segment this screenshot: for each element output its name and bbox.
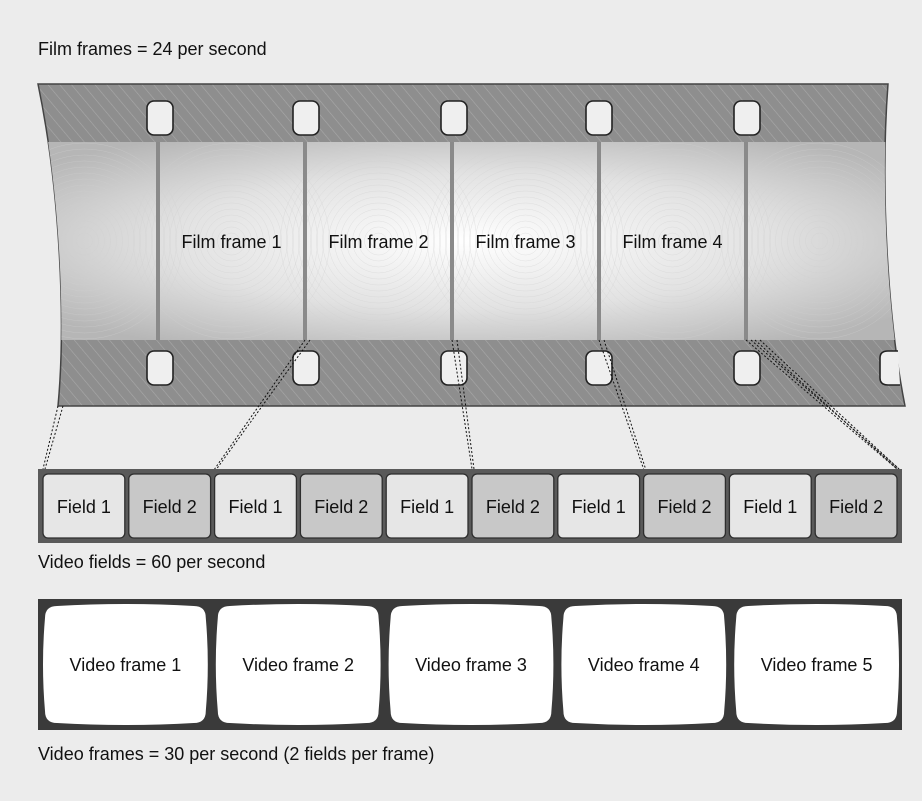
- film-frame-label: Film frame 2: [328, 232, 428, 252]
- video-field-row: Field 1 Field 2 Field 1 Field 2 Field 1 Field…: [38, 469, 902, 543]
- video-frame: Video frame 2: [215, 604, 381, 725]
- video-frame-label: Video frame 5: [761, 655, 873, 675]
- field-label: Field 2: [829, 497, 883, 517]
- pulldown-connector-line: [44, 405, 64, 470]
- film-frame-divider: [303, 142, 307, 340]
- field-2-cell: [299, 473, 383, 539]
- pulldown-connector-line: [216, 339, 311, 470]
- field-2-cell: [642, 473, 727, 539]
- film-frame-label: Film frame 1: [181, 232, 281, 252]
- pulldown-connector-line: [598, 339, 645, 470]
- field-1-cell: [42, 473, 126, 539]
- video-field: Field 2: [642, 473, 727, 539]
- sprocket-hole: [733, 100, 761, 136]
- pulldown-connector-line: [750, 339, 900, 470]
- field-label: Field 2: [486, 497, 540, 517]
- sprocket-hole: [733, 350, 761, 386]
- video-field: Field 1: [557, 473, 641, 539]
- field-label: Field 1: [400, 497, 454, 517]
- field-2-cell: [128, 473, 212, 539]
- pulldown-connectors: [42, 339, 900, 470]
- film-frame-divider: [450, 142, 454, 340]
- video-field: Field 1: [385, 473, 469, 539]
- field-label: Field 1: [228, 497, 282, 517]
- film-frame-label: Film frame 4: [622, 232, 722, 252]
- field-1-cell: [385, 473, 469, 539]
- sprocket-hole: [440, 350, 468, 386]
- pulldown-connector-line: [456, 339, 475, 470]
- film-frame-cell: [38, 142, 183, 340]
- film-strip: Film frame 1 Film frame 2 Film frame 3 Film…: [37, 83, 906, 407]
- pulldown-connector-line: [451, 339, 473, 470]
- sprocket-hole: [440, 100, 468, 136]
- film-frame-divider: [597, 142, 601, 340]
- film-frame-label: Film frame 3: [475, 232, 575, 252]
- field-label: Field 2: [314, 497, 368, 517]
- video-field: Field 1: [728, 473, 812, 539]
- film-rate-caption: Film frames = 24 per second: [38, 39, 267, 59]
- sprocket-hole: [585, 100, 613, 136]
- video-frame-label: Video frame 3: [415, 655, 527, 675]
- field-label: Field 2: [657, 497, 711, 517]
- field-rate-caption: Video fields = 60 per second: [38, 552, 266, 572]
- video-field: Field 2: [128, 473, 212, 539]
- video-frame-label: Video frame 2: [242, 655, 354, 675]
- field-label: Field 1: [57, 497, 111, 517]
- video-frame-screen: [388, 604, 554, 725]
- video-frame: Video frame 5: [734, 604, 899, 725]
- video-rate-caption: Video frames = 30 per second (2 fields p…: [38, 744, 435, 764]
- video-field: Field 1: [42, 473, 126, 539]
- sprocket-hole: [585, 350, 613, 386]
- field-1-cell: [213, 473, 298, 539]
- sprocket-hole: [292, 100, 320, 136]
- video-frame-screen: [734, 604, 899, 725]
- pulldown-connector-line: [745, 339, 898, 470]
- field-2-cell: [471, 473, 555, 539]
- video-frame-screen: [43, 604, 208, 725]
- video-field: Field 2: [299, 473, 383, 539]
- field-1-cell: [728, 473, 812, 539]
- video-frame-screen: [561, 604, 727, 725]
- sprocket-hole: [146, 350, 174, 386]
- video-frame-screen: [215, 604, 381, 725]
- video-frame: Video frame 4: [561, 604, 727, 725]
- film-frame-cell: [721, 142, 905, 340]
- sprocket-hole-partial: [879, 350, 900, 386]
- pulldown-connector-line: [42, 405, 59, 470]
- field-label: Field 1: [743, 497, 797, 517]
- film-frame-divider: [744, 142, 748, 340]
- field-2-cell: [814, 473, 898, 539]
- video-frame-label: Video frame 1: [70, 655, 182, 675]
- video-frame: Video frame 3: [388, 604, 554, 725]
- video-frame-row: Video frame 1 Video frame 2 Video frame 3 V…: [38, 599, 902, 730]
- film-frame-divider: [156, 142, 160, 340]
- field-label: Field 1: [572, 497, 626, 517]
- sprocket-hole: [146, 100, 174, 136]
- field-1-cell: [557, 473, 641, 539]
- video-field: Field 2: [814, 473, 898, 539]
- video-frame-label: Video frame 4: [588, 655, 700, 675]
- film-frame-cell: [280, 142, 477, 340]
- pulldown-connector-line: [603, 339, 647, 470]
- video-frame: Video frame 1: [43, 604, 208, 725]
- sprocket-hole: [292, 350, 320, 386]
- field-label: Field 2: [143, 497, 197, 517]
- video-field: Field 2: [471, 473, 555, 539]
- video-field: Field 1: [213, 473, 298, 539]
